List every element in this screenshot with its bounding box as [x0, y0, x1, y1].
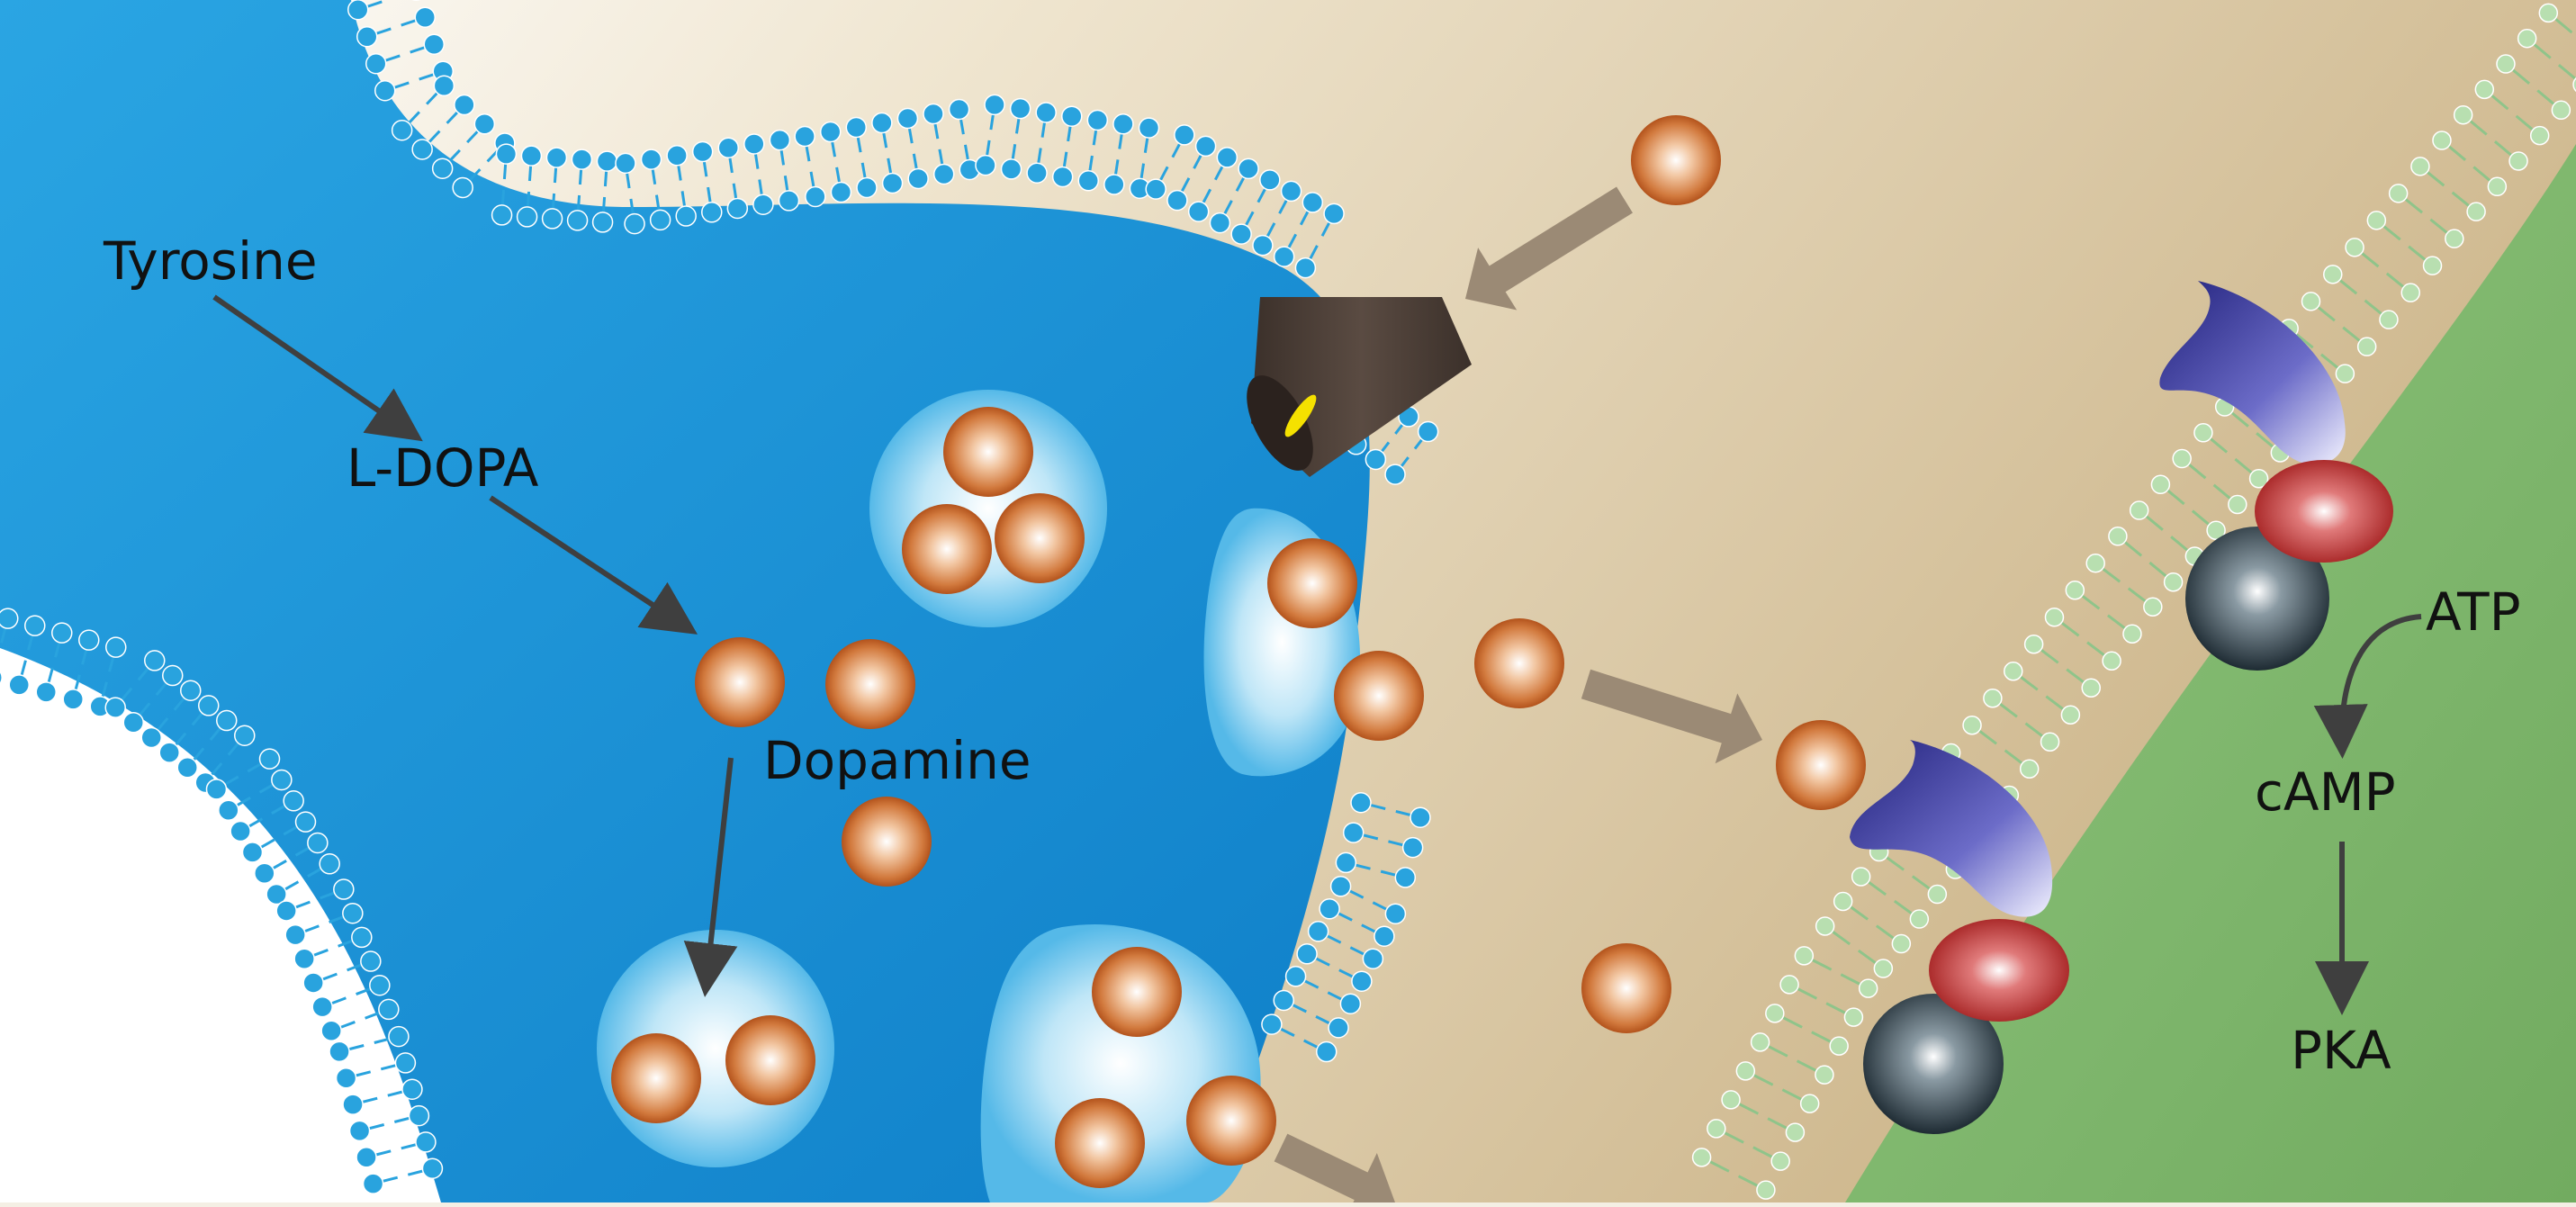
dopamine-molecule	[1334, 651, 1424, 741]
label-camp: cAMP	[2255, 761, 2396, 823]
dopamine-molecule	[1474, 618, 1564, 708]
dopamine-molecule	[725, 1015, 815, 1105]
dopamine-molecule	[611, 1033, 701, 1123]
dopamine-molecule	[825, 639, 915, 729]
dopamine-molecule	[842, 797, 932, 887]
label-tyrosine: Tyrosine	[103, 230, 318, 292]
dopamine-molecule	[695, 637, 785, 727]
dopamine-molecule	[902, 504, 992, 594]
label-ldopa: L-DOPA	[347, 437, 539, 499]
label-pka: PKA	[2291, 1020, 2391, 1081]
dopamine-molecule	[1092, 947, 1182, 1037]
g-protein-red-subunit	[1929, 919, 2069, 1022]
dopamine-molecule	[1581, 943, 1671, 1033]
dopamine-molecule	[995, 493, 1085, 583]
label-atp: ATP	[2426, 581, 2521, 643]
dopamine-molecule	[1186, 1076, 1276, 1166]
g-protein-red-subunit	[2255, 460, 2393, 563]
label-dopamine: Dopamine	[763, 730, 1031, 791]
dopamine-molecule	[1776, 720, 1866, 810]
dopamine-molecule	[1631, 115, 1721, 205]
dopamine-molecule	[1055, 1098, 1145, 1188]
dopamine-molecule	[1267, 538, 1357, 628]
dopamine-molecule	[943, 407, 1033, 497]
